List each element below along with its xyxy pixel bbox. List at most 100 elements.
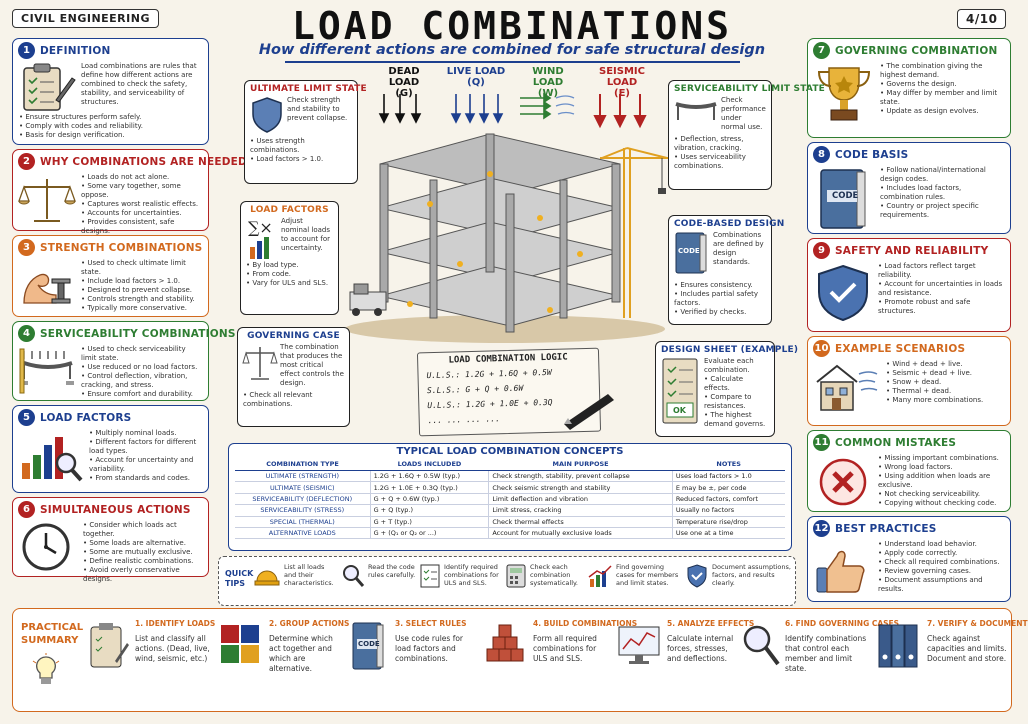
- list-item: Load factors > 1.0.: [250, 155, 352, 164]
- code-book-icon: CODE: [349, 621, 389, 677]
- text-label: Form all required combinations for ULS a…: [533, 634, 597, 663]
- callout-title: LOAD FACTORS: [250, 205, 329, 215]
- text-label: DEAD LOAD: [388, 66, 420, 88]
- list-item: Ensures consistency.: [674, 281, 766, 290]
- table-row: SERVICEABILITY (STRESS)G + Q (typ.)Limit…: [235, 504, 785, 517]
- callout-description: Check performance under normal use.: [721, 96, 766, 131]
- card-title: STRENGTH COMBINATIONS: [40, 241, 203, 254]
- list-item: Multiply nominal loads.: [89, 429, 203, 438]
- card-number: 3: [18, 239, 35, 256]
- book-label: CODE: [832, 191, 859, 201]
- list-item: Load factors reflect target reliability.: [878, 262, 1005, 280]
- hard-hat-icon: [254, 570, 280, 586]
- lightbulb-icon: [32, 653, 60, 684]
- list-item: Include load factors > 1.0.: [81, 277, 203, 286]
- text-label: Use code rules for load factors and comb…: [395, 634, 464, 663]
- callout-description: Check strength and stability to prevent …: [287, 96, 348, 122]
- tip-item: List all loads and their characteristics…: [253, 563, 337, 589]
- design-sheet-icon: OK: [661, 357, 701, 431]
- page-subtitle: How different actions are combined for s…: [258, 42, 766, 58]
- shield-check-icon: [813, 262, 873, 324]
- card-title: BEST PRACTICES: [835, 522, 937, 535]
- callout-list: By load type.From code.Vary for ULS and …: [246, 261, 333, 288]
- text-label: (Q): [467, 77, 485, 88]
- card-number: 10: [813, 340, 830, 357]
- list-item: Verified by checks.: [674, 308, 766, 317]
- list-item: From standards and codes.: [89, 474, 203, 483]
- card-number: 2: [18, 153, 35, 170]
- list-item: Check all relevant combinations.: [243, 391, 344, 409]
- card-list: Follow national/international design cod…: [880, 166, 1005, 232]
- text-label: List all loads and their characteristics…: [284, 563, 334, 587]
- text-label: Check against capacities and limits. Doc…: [927, 634, 1007, 663]
- list-item: By load type.: [246, 261, 333, 270]
- table-cell: Account for mutually exclusive loads: [488, 527, 673, 540]
- table-cell: Reduced factors, comfort: [671, 493, 785, 506]
- shield-icon: [252, 97, 282, 133]
- table-cell: Limit stress, cracking: [488, 504, 673, 517]
- seismic-load-label: SEISMIC LOAD(E): [584, 66, 660, 99]
- list-item: Apply code correctly.: [878, 549, 1005, 558]
- load-combination-table: TYPICAL LOAD COMBINATION CONCEPTS COMBIN…: [228, 443, 792, 551]
- list-item: Using addition when loads are exclusive.: [878, 472, 1005, 490]
- list-item: Some loads are alternative.: [83, 539, 203, 548]
- table-cell: 1.2G + 1.6Q + 0.5W (typ.): [369, 470, 489, 483]
- list-item: Check all required combinations.: [878, 558, 1005, 567]
- list-item: Many more combinations.: [886, 396, 983, 405]
- ok-stamp: OK: [673, 406, 686, 415]
- text-label: 3. SELECT RULES: [395, 619, 467, 628]
- card-number: 7: [813, 42, 830, 59]
- card-number: 5: [18, 409, 35, 426]
- table-cell: SERVICEABILITY (STRESS): [235, 504, 371, 517]
- rising-chart-icon: [588, 565, 612, 587]
- list-item: Deflection, stress, vibration, cracking.: [674, 135, 766, 153]
- card-title: EXAMPLE SCENARIOS: [835, 342, 966, 355]
- table-cell: Usually no factors: [671, 504, 785, 517]
- table-title: TYPICAL LOAD COMBINATION CONCEPTS: [396, 446, 624, 457]
- list-item: Basis for design verification.: [19, 131, 202, 140]
- text-label: 2. GROUP ACTIONS: [269, 619, 350, 628]
- table-cell: Use one at a time: [671, 527, 785, 540]
- calculator-icon: [506, 564, 526, 588]
- text-label: LIVE LOAD: [446, 66, 506, 77]
- bar-chart-magnifier-icon: [18, 429, 84, 485]
- table-cell: ULTIMATE (SEISMIC): [235, 481, 371, 494]
- text-label: Document assumptions, factors, and resul…: [712, 563, 791, 587]
- callout-title: SERVICEABILITY LIMIT STATE: [674, 84, 826, 94]
- card-list: Used to check serviceability limit state…: [81, 345, 203, 399]
- card-title: SIMULTANEOUS ACTIONS: [40, 503, 191, 516]
- text-label: Read the code rules carefully.: [368, 563, 416, 579]
- text-label: 5. ANALYZE EFFECTS: [667, 619, 755, 628]
- list-item: The combination giving the highest deman…: [880, 62, 1005, 80]
- card-load-factors: 5 LOAD FACTORS Multiply nominal loads.Dif…: [12, 405, 209, 493]
- wind-load-label: WIND LOAD(W): [516, 66, 580, 99]
- list-item: Different factors for different load typ…: [89, 438, 203, 456]
- callout-list: Check all relevant combinations.: [243, 391, 344, 409]
- card-title: SAFETY AND RELIABILITY: [835, 244, 989, 257]
- callout-description: The combination that produces the most c…: [280, 343, 344, 387]
- magnifier-icon: [343, 565, 365, 587]
- clipboard-icon: [18, 62, 76, 112]
- text-label: Identify required combinations for ULS a…: [444, 563, 499, 587]
- card-title: LOAD FACTORS: [40, 411, 132, 424]
- list-item: May differ by member and limit state.: [880, 89, 1005, 107]
- live-load-label: LIVE LOAD(Q): [446, 66, 506, 88]
- text-label: WIND LOAD: [532, 66, 564, 88]
- callout-ultimate-limit-state: ULTIMATE LIMIT STATE Check strength and …: [244, 80, 367, 184]
- list-item: Used to check ultimate limit state.: [81, 259, 203, 277]
- tip-item: Find governing cases for members and lim…: [587, 563, 683, 589]
- table-cell: Limit deflection and vibration: [488, 493, 673, 506]
